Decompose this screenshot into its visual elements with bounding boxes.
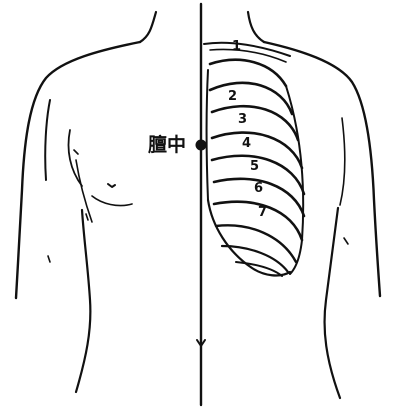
left-armpit-line [45, 100, 50, 180]
sternum-edge [207, 70, 209, 200]
neck-right-line [248, 12, 264, 42]
rib-label-4: 4 [242, 136, 251, 151]
right-sketch-mark [344, 238, 348, 244]
rib-label-2: 2 [228, 89, 237, 104]
left-chest-lower-curve [92, 196, 132, 206]
rib-label-3: 3 [238, 112, 247, 127]
rib-label-5: 5 [250, 159, 259, 174]
rib-cage-outer-edge [286, 86, 303, 274]
acupoint-label: 膻中 [147, 133, 186, 156]
rib-label-7: 7 [258, 205, 267, 220]
left-sketch-mark [74, 150, 78, 154]
left-sketch-mark-2 [86, 214, 88, 220]
neck-left-line [140, 12, 156, 42]
right-waist-line [325, 208, 340, 398]
left-sketch-mark-3 [48, 256, 50, 262]
acupoint-marker [196, 140, 207, 151]
rib-number-labels: 1 2 3 4 5 6 7 [228, 39, 267, 220]
rib-label-6: 6 [254, 181, 263, 196]
left-nipple-mark [108, 184, 115, 187]
rib-8 [216, 225, 296, 262]
rib-label-1: 1 [232, 39, 241, 54]
left-waist-line [76, 210, 90, 392]
rib-10 [236, 262, 282, 276]
left-side-crease [76, 160, 92, 222]
right-armpit-line [340, 118, 345, 205]
